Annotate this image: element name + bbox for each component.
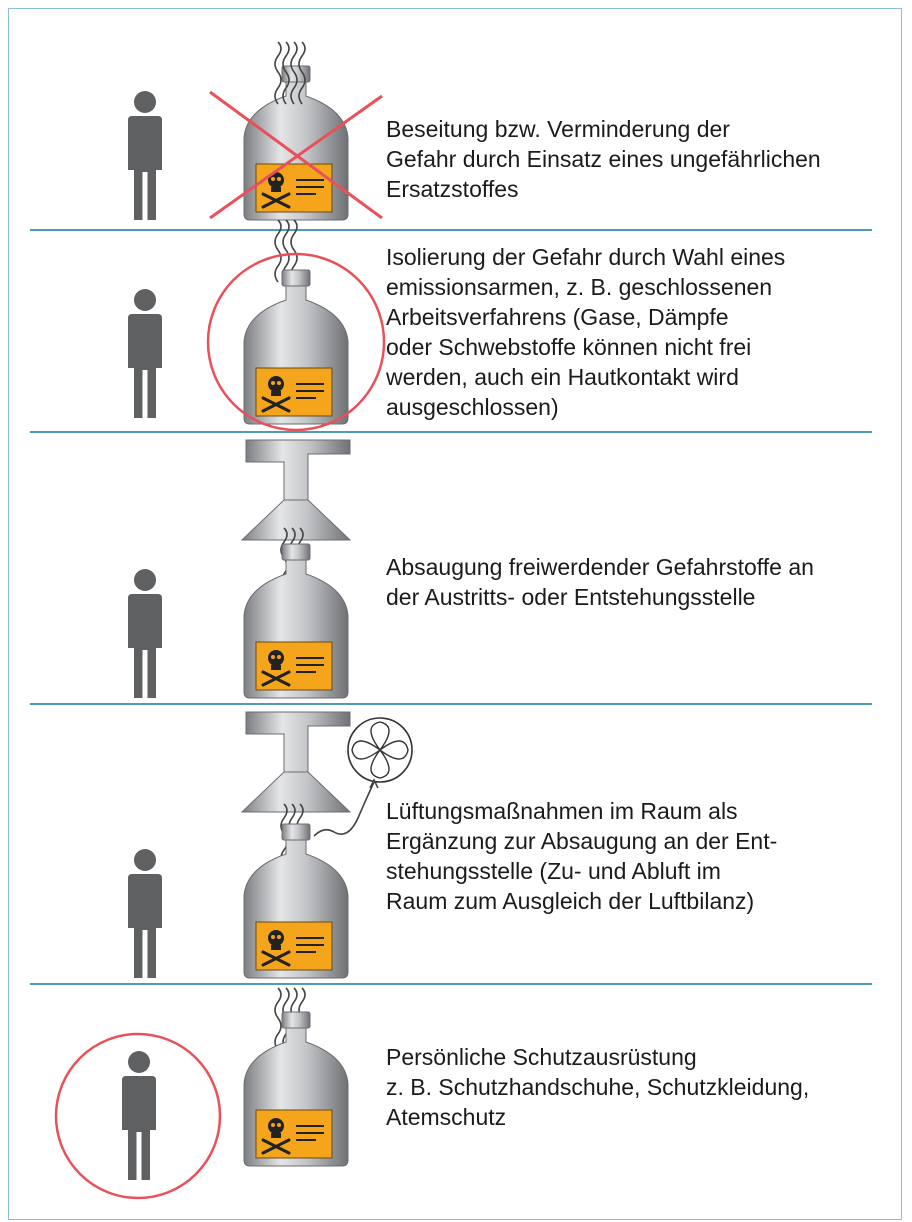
measure-text-3: Absaugung freiwerdender Gefahrstoffe an … — [386, 554, 814, 610]
person-icon — [128, 91, 162, 220]
measure-row-2: Isolierung der Gefahr durch Wahl eines e… — [30, 219, 872, 432]
measure-text: Lüftungsmaßnahmen im Raum als Ergänzung … — [386, 796, 886, 916]
ventilation-pictogram — [128, 711, 413, 980]
cross-mark-icon — [209, 90, 383, 220]
hazard-bottle-icon — [242, 822, 350, 980]
person-icon — [128, 849, 162, 978]
measure-text-2: Isolierung der Gefahr durch Wahl eines e… — [386, 244, 786, 420]
divider-2 — [30, 431, 872, 433]
ventilation-fan-icon — [313, 717, 413, 837]
measure-text-1: Beseitung bzw. Verminderung der Gefahr d… — [386, 116, 821, 202]
substitution-pictogram — [128, 41, 383, 222]
person-circle-icon — [54, 1032, 222, 1200]
figure-frame — [8, 8, 902, 1220]
extraction-pictogram — [128, 439, 352, 700]
divider-3 — [30, 703, 872, 705]
extraction-hood-icon — [240, 711, 352, 813]
divider-4 — [30, 983, 872, 985]
measure-text-5: Persönliche Schutzausrüstung z. B. Schut… — [386, 1044, 810, 1130]
measure-text: Absaugung freiwerdender Gefahrstoffe an … — [386, 552, 886, 612]
measure-row-4: Lüftungsmaßnahmen im Raum als Ergänzung … — [30, 706, 872, 982]
measure-row-5: Persönliche Schutzausrüstung z. B. Schut… — [30, 986, 872, 1200]
extraction-hood-icon — [240, 439, 352, 541]
hazard-bottle-icon — [242, 268, 350, 426]
hazard-bottle-icon — [242, 64, 350, 222]
measure-text: Beseitung bzw. Verminderung der Gefahr d… — [386, 114, 886, 204]
measure-text-4: Lüftungsmaßnahmen im Raum als Ergänzung … — [386, 798, 778, 914]
ppe-pictogram — [54, 987, 350, 1200]
hazard-bottle-icon — [242, 1010, 350, 1168]
measure-text: Persönliche Schutzausrüstung z. B. Schut… — [386, 1042, 886, 1132]
divider-1 — [30, 229, 872, 231]
measure-row-1: Beseitung bzw. Verminderung der Gefahr d… — [30, 40, 872, 228]
person-icon — [128, 289, 162, 418]
hazard-bottle-icon — [242, 542, 350, 700]
measure-row-3: Absaugung freiwerdender Gefahrstoffe an … — [30, 434, 872, 702]
circle-mark-icon — [206, 252, 386, 432]
person-icon — [128, 569, 162, 698]
measure-text: Isolierung der Gefahr durch Wahl eines e… — [386, 242, 886, 422]
person-icon — [122, 1051, 156, 1180]
isolation-pictogram — [128, 219, 386, 432]
